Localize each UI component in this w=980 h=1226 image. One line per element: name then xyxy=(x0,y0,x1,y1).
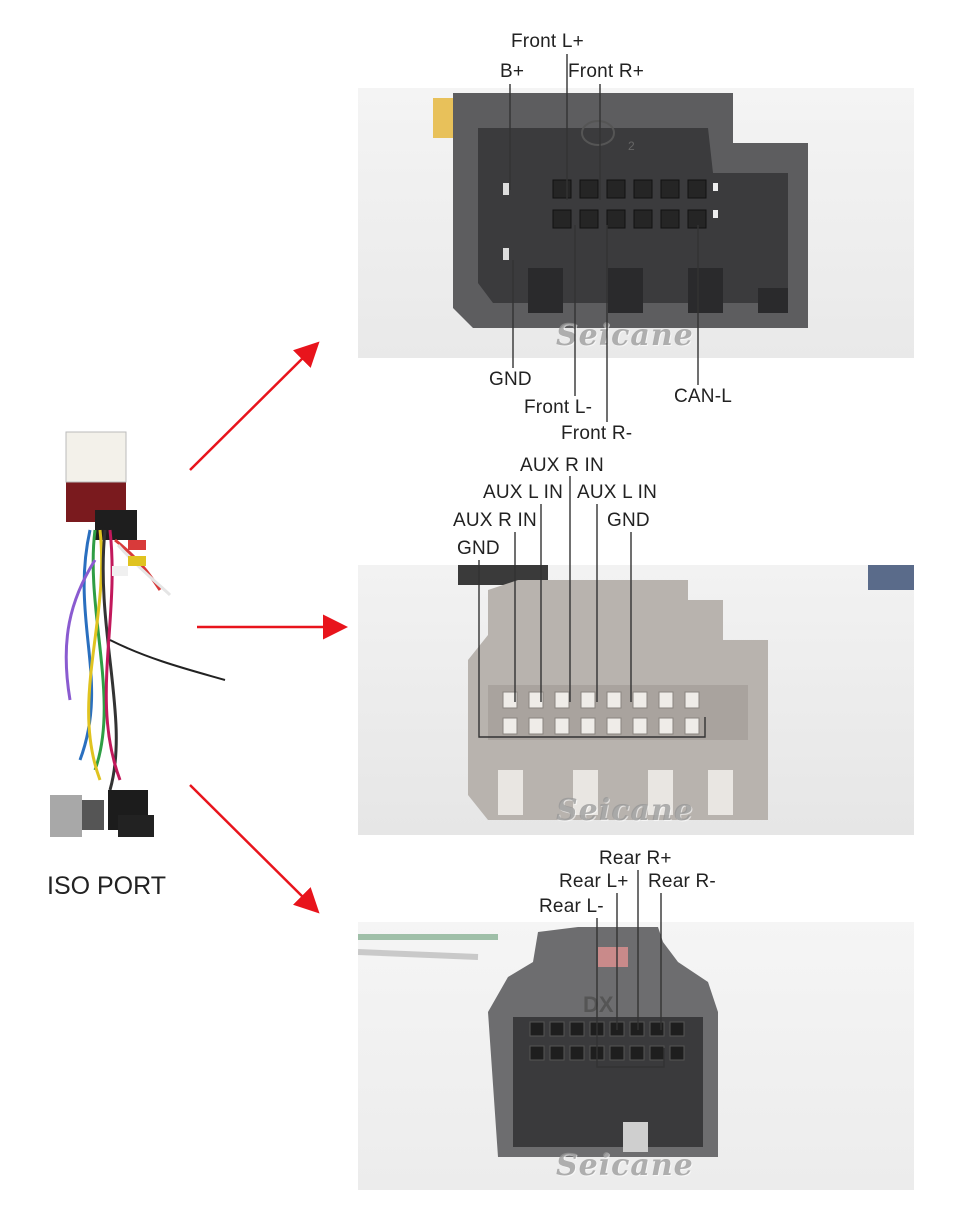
watermark-3: Seicane xyxy=(556,1148,694,1183)
connector-1-drawing: 2 xyxy=(433,93,808,328)
iso-harness-image xyxy=(50,431,226,837)
pin-label-front-r-minus: Front R- xyxy=(561,423,633,444)
watermark-1: Seicane xyxy=(556,318,694,353)
connector-1-photo: 2 Seicane xyxy=(358,88,914,358)
connector-3-photo: DX Seicane xyxy=(358,922,914,1190)
pin-label-rear-l-minus: Rear L- xyxy=(539,896,604,917)
connector-3-logo: DX xyxy=(583,992,614,1017)
connector-1-chip-text: 2 xyxy=(628,139,635,153)
pin-label-aux-l-in-right: AUX L IN xyxy=(577,482,658,503)
pin-label-rear-r-plus: Rear R+ xyxy=(599,848,672,869)
pin-label-rear-r-minus: Rear R- xyxy=(648,871,716,892)
pin-label-b-plus: B+ xyxy=(500,61,525,82)
pin-label-front-l-plus: Front L+ xyxy=(511,31,584,52)
pin-label-aux-r-in-left: AUX R IN xyxy=(453,510,537,531)
pin-label-aux-l-in-left: AUX L IN xyxy=(483,482,564,503)
pin-label-rear-l-plus: Rear L+ xyxy=(559,871,629,892)
pin-label-gnd-2b: GND xyxy=(457,538,500,559)
pin-label-front-r-plus: Front R+ xyxy=(568,61,645,82)
connector-2-photo: Seicane xyxy=(358,565,914,835)
iso-port-label: ISO PORT xyxy=(47,872,167,900)
pin-label-front-l-minus: Front L- xyxy=(524,397,593,418)
watermark-2: Seicane xyxy=(556,793,694,828)
pin-label-gnd-2a: GND xyxy=(607,510,650,531)
pin-label-gnd-1: GND xyxy=(489,369,532,390)
pin-label-aux-r-in-top: AUX R IN xyxy=(520,455,604,476)
pin-label-can-l: CAN-L xyxy=(674,386,733,407)
